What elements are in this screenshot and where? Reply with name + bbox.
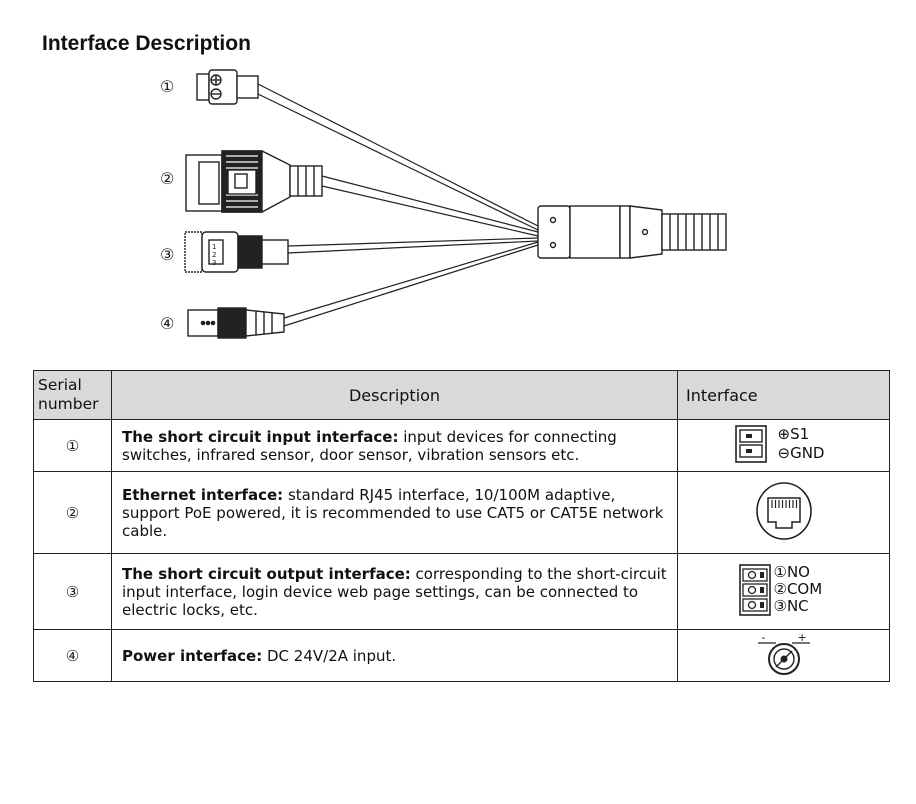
cable-diagram: 1 2 3 ① ② ③ ④ — [160, 69, 727, 339]
description-cell: Power interface: DC 24V/2A input. — [111, 629, 678, 682]
interface-cell: ①NO ②COM ③NC — [677, 553, 890, 630]
serial-cell: ④ — [33, 629, 112, 682]
header-serial: Serial number — [33, 370, 112, 420]
serial-cell: ② — [33, 471, 112, 554]
dc-power-jack-icon — [757, 641, 810, 675]
marker-2: ② — [160, 169, 174, 188]
description-cell: The short circuit input interface: input… — [111, 419, 678, 472]
terminal-label-gnd: ⊖GND — [777, 443, 825, 462]
connector-4 — [187, 307, 285, 339]
description-text: corresponding to the short-circuit input… — [122, 564, 667, 619]
description-text: standard RJ45 interface, 10/100M adaptiv… — [122, 485, 664, 540]
marker-1: ① — [160, 77, 174, 96]
three-pin-terminal-icon — [738, 563, 771, 616]
header-description: Description — [111, 370, 678, 420]
svg-text:2: 2 — [212, 251, 216, 259]
two-pin-terminal-icon — [734, 424, 767, 463]
svg-text:1: 1 — [212, 243, 216, 251]
description-text: input devices for connecting switches, i… — [122, 427, 617, 464]
interface-cell — [677, 471, 890, 554]
interface-cell: - + — [677, 629, 890, 682]
table-row: ④ Power interface: DC 24V/2A input. - + — [33, 629, 890, 682]
header-interface: Interface — [677, 370, 890, 420]
description-heading: The short circuit output interface: — [122, 564, 411, 583]
interface-table: Serial number Description Interface ① Th… — [33, 370, 890, 682]
terminal-label-nc: ③NC — [773, 596, 809, 615]
main-cable-body — [537, 205, 727, 259]
description-text: DC 24V/2A input. — [262, 646, 397, 665]
connector-1 — [196, 69, 259, 105]
description-heading: Power interface: — [122, 646, 263, 665]
marker-4: ④ — [160, 314, 174, 333]
terminal-label-no: ①NO — [773, 562, 810, 581]
table-row: ② Ethernet interface: standard RJ45 inte… — [33, 471, 890, 554]
power-minus-label: - — [761, 630, 766, 644]
terminal-label-com: ②COM — [773, 579, 823, 598]
connector-2 — [185, 150, 323, 213]
description-heading: The short circuit input interface: — [122, 427, 399, 446]
description-cell: Ethernet interface: standard RJ45 interf… — [111, 471, 678, 554]
description-cell: The short circuit output interface: corr… — [111, 553, 678, 630]
table-row: ① The short circuit input interface: inp… — [33, 419, 890, 472]
marker-3: ③ — [160, 245, 174, 264]
power-plus-label: + — [797, 630, 807, 644]
rj45-port-icon — [755, 481, 812, 540]
page-title: Interface Description — [42, 32, 251, 55]
svg-text:3: 3 — [212, 259, 216, 267]
table-header-row: Serial number Description Interface — [33, 370, 890, 420]
table-row: ③ The short circuit output interface: co… — [33, 553, 890, 630]
serial-cell: ③ — [33, 553, 112, 630]
interface-cell: ⊕S1 ⊖GND — [677, 419, 890, 472]
description-heading: Ethernet interface: — [122, 485, 284, 504]
connector-3: 1 2 3 — [184, 231, 289, 273]
terminal-label-s1: ⊕S1 — [777, 424, 810, 443]
serial-cell: ① — [33, 419, 112, 472]
